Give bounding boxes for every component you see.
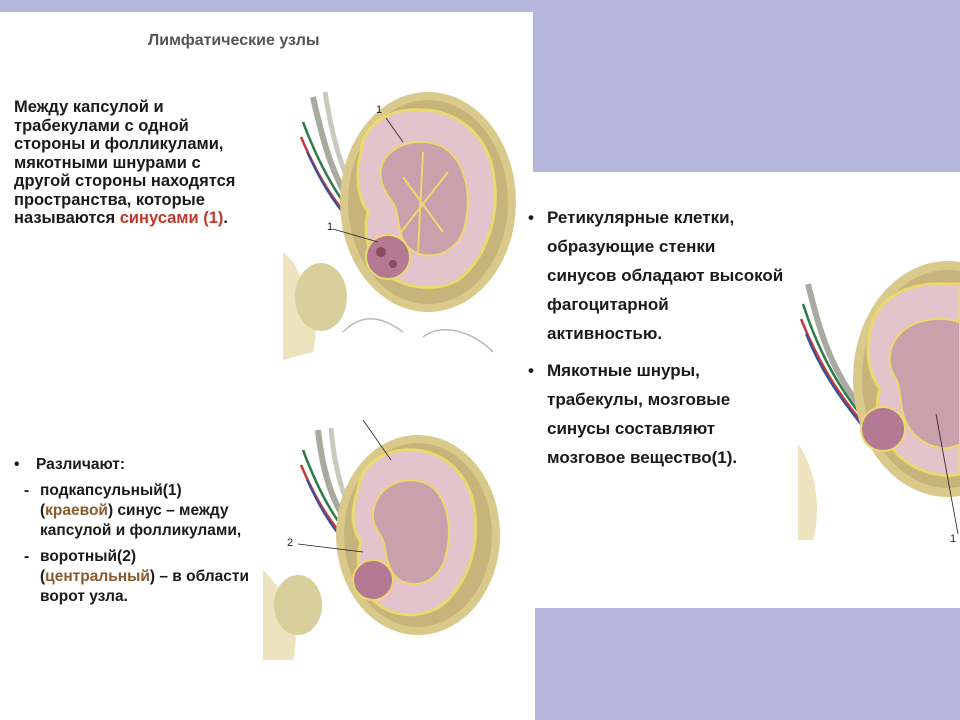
pointer-line-top [362, 420, 392, 461]
paragraph-text: Между капсулой и трабекулами с одной сто… [14, 98, 236, 227]
paragraph-end: . [223, 209, 228, 227]
pointer-line-1 [935, 413, 959, 535]
list-item-subcapsular: - подкапсульный(1) (краевой) синус – меж… [24, 482, 242, 539]
pointer-line-2 [332, 228, 379, 243]
bullet-icon: • [528, 361, 534, 380]
hilum-vessels [365, 234, 411, 280]
bullet-icon: • [528, 208, 534, 227]
pointer-line-1 [385, 117, 404, 143]
label-1-top: 1 [376, 104, 383, 116]
lymph-node-illustration-bottom [263, 420, 500, 660]
lymph-node-illustration-right [798, 261, 960, 540]
sinus-properties-list: • Ретикулярные клетки, образующие стенки… [528, 203, 788, 480]
hilum-vessels [352, 559, 394, 601]
dash-icon: - [24, 548, 30, 565]
bullet-icon: • [14, 456, 20, 473]
sinus-definition-paragraph: Между капсулой и трабекулами с одной сто… [14, 98, 254, 228]
list-intro: • Различают: [14, 456, 126, 473]
slide-title: Лимфатические узлы [148, 32, 320, 49]
paragraph-highlight: синусами (1) [119, 209, 224, 227]
label-1-middle: 1 [327, 221, 334, 233]
list-item-reticular-cells: • Ретикулярные клетки, образующие стенки… [528, 203, 788, 348]
sinus-types-list: • Различают: - подкапсульный(1) (краевой… [14, 455, 254, 613]
list-item-medulla: • Мякотные шнуры, трабекулы, мозговые си… [528, 356, 788, 472]
label-2-bottom: 2 [287, 537, 294, 549]
pointer-line-2 [297, 543, 364, 553]
hilum-vessels [860, 406, 906, 452]
list-item-hilar: - воротный(2) (центральный) – в области … [24, 548, 249, 605]
lymph-node-illustration-top [283, 91, 516, 360]
label-1-right: 1 [950, 533, 957, 545]
dash-icon: - [24, 482, 30, 499]
